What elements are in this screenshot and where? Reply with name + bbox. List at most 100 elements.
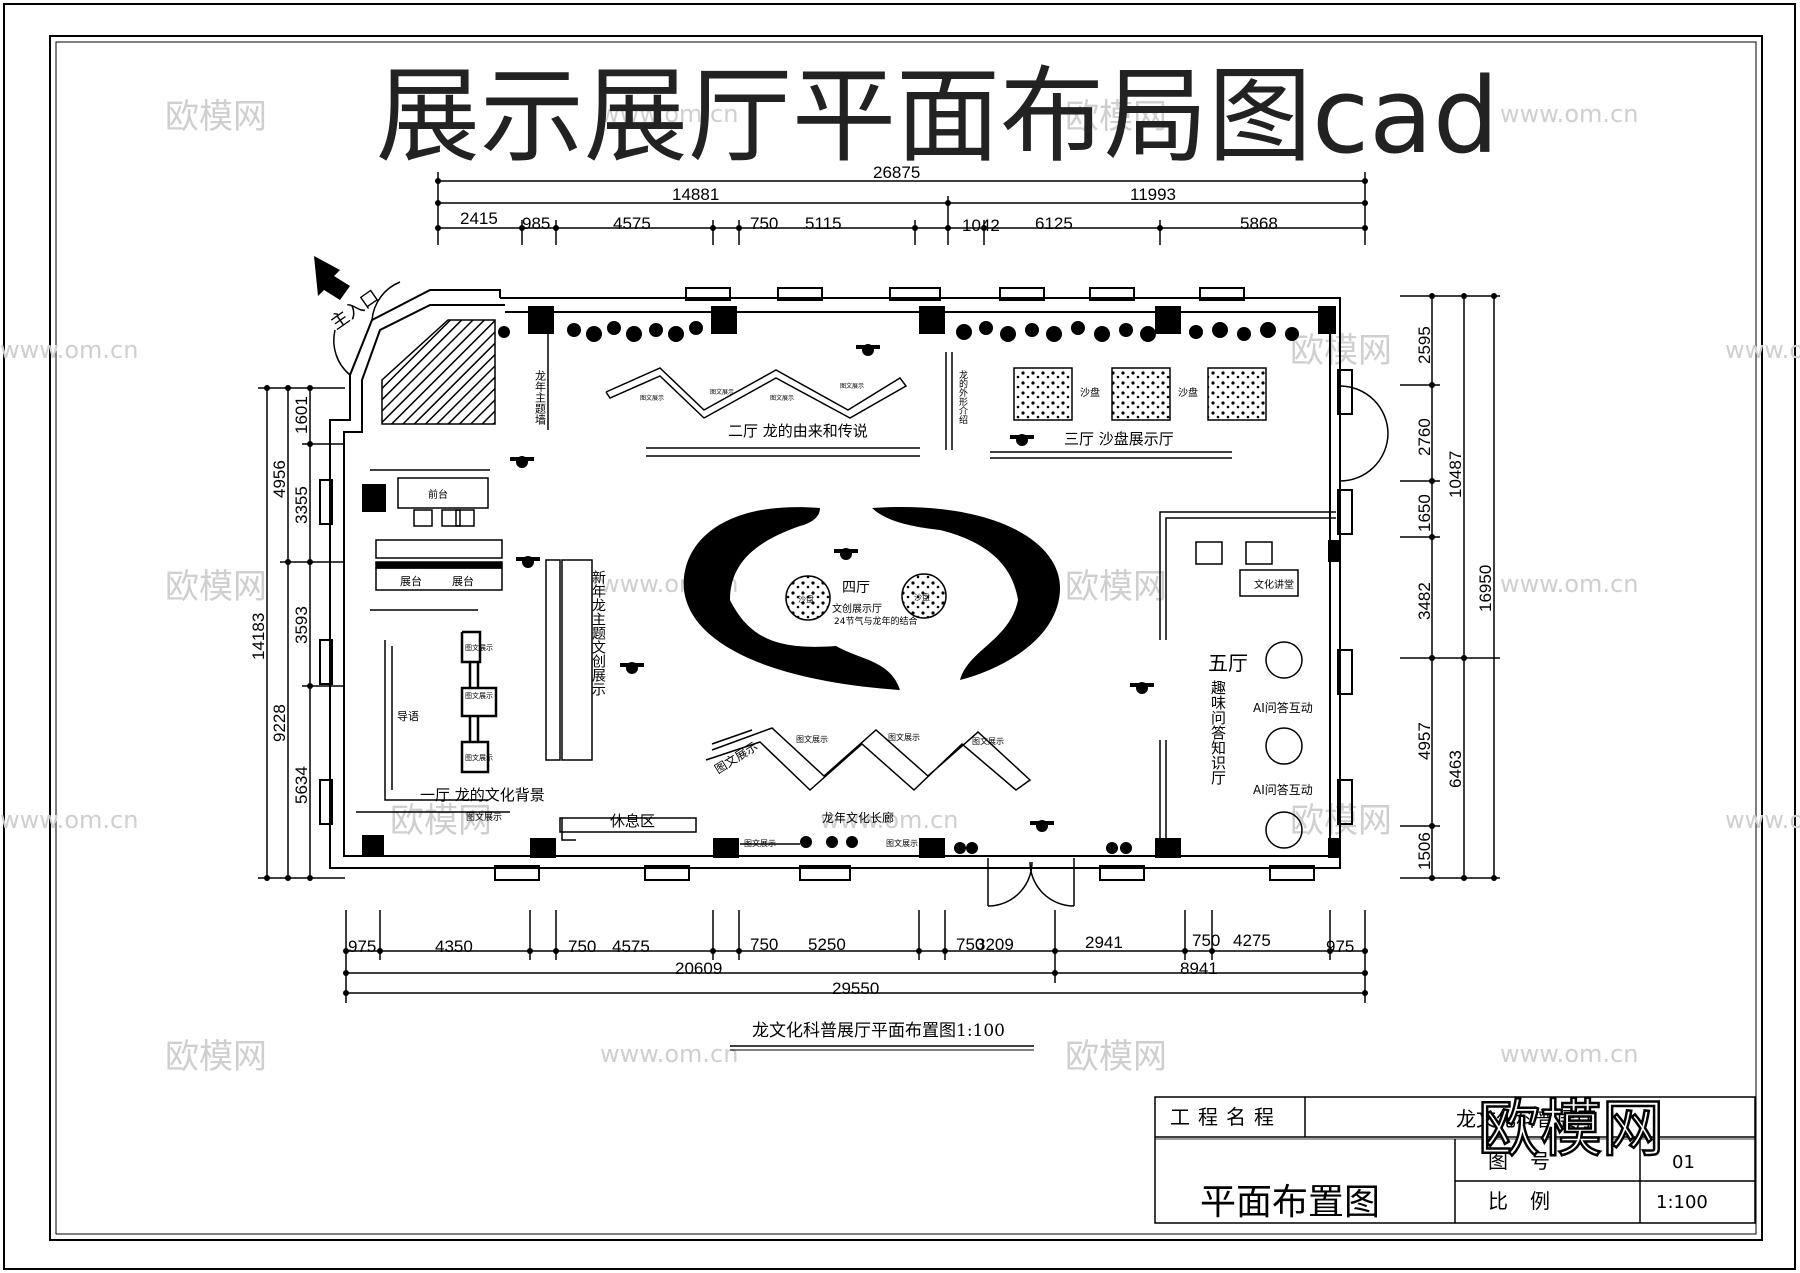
svg-text:图文展示: 图文展示	[465, 753, 493, 762]
columns	[362, 306, 1340, 858]
building-walls	[319, 287, 1353, 881]
svg-text:750: 750	[750, 214, 778, 233]
svg-text:6463: 6463	[1446, 750, 1465, 788]
svg-text:4275: 4275	[1233, 931, 1271, 950]
hall1-labels: 前台 展台 展台 导语 一厅 龙的文化背景 图文展示 图文展示 图文展示 图文展…	[397, 370, 606, 823]
svg-text:五厅: 五厅	[1208, 651, 1248, 675]
ai-station-1	[1265, 641, 1303, 679]
svg-text:AI问答互动: AI问答互动	[1253, 782, 1313, 797]
svg-text:5250: 5250	[808, 935, 846, 954]
bottom-door	[987, 858, 1075, 907]
svg-text:www.om.cn: www.om.cn	[1725, 336, 1800, 364]
svg-text:www.om.cn: www.om.cn	[600, 1040, 738, 1068]
svg-text:3355: 3355	[292, 486, 311, 524]
svg-text:欧模网: 欧模网	[390, 801, 492, 841]
svg-text:2415: 2415	[460, 209, 498, 228]
svg-text:一厅 龙的文化背景: 一厅 龙的文化背景	[420, 786, 545, 804]
svg-text:975: 975	[1326, 937, 1354, 956]
svg-text:20609: 20609	[675, 959, 722, 978]
svg-text:欧模网: 欧模网	[165, 567, 267, 607]
svg-text:www.om.cn: www.om.cn	[0, 336, 138, 364]
top-dimensions	[437, 172, 1366, 245]
sandbox-left	[785, 575, 831, 621]
svg-text:975: 975	[348, 937, 376, 956]
svg-text:www.om.cn: www.om.cn	[1725, 806, 1800, 834]
svg-text:750: 750	[956, 935, 984, 954]
svg-text:文创展示厅: 文创展示厅	[832, 602, 882, 615]
svg-text:www.om.cn: www.om.cn	[1500, 1040, 1638, 1068]
svg-text:图文展示: 图文展示	[710, 388, 734, 396]
inner-frame	[49, 35, 1763, 1241]
svg-text:1506: 1506	[1415, 832, 1434, 870]
top-dimension-ticks	[435, 178, 1368, 231]
svg-text:2941: 2941	[1085, 933, 1123, 952]
svg-text:10487: 10487	[1446, 451, 1465, 498]
svg-text:四厅: 四厅	[842, 580, 870, 596]
svg-text:三厅 沙盘展示厅: 三厅 沙盘展示厅	[1064, 430, 1174, 448]
svg-text:龙年文化长廊: 龙年文化长廊	[822, 810, 894, 825]
svg-text:www.om.cn: www.om.cn	[0, 806, 138, 834]
svg-text:比例: 比例	[1488, 1189, 1572, 1213]
left-dimension-ticks	[264, 385, 313, 881]
hall2-area	[605, 352, 953, 457]
svg-text:www.om.cn: www.om.cn	[1500, 570, 1638, 598]
svg-text:1650: 1650	[1415, 494, 1434, 532]
outer-frame	[3, 3, 1796, 1270]
svg-text:9228: 9228	[270, 704, 289, 742]
hall4-labels: 四厅 文创展示厅 24节气与龙年的结合 沙盘 沙盘	[798, 580, 930, 627]
svg-text:4350: 4350	[435, 937, 473, 956]
svg-text:8941: 8941	[1180, 959, 1218, 978]
page-title: 展示展厅平面布局图cad	[376, 55, 1499, 177]
svg-text:导语: 导语	[397, 710, 419, 723]
svg-text:AI问答互动: AI问答互动	[1253, 700, 1313, 715]
ai-station-2	[1265, 727, 1303, 765]
left-dimensions	[258, 387, 345, 879]
svg-text:3593: 3593	[292, 606, 311, 644]
svg-text:工程名程: 工程名程	[1170, 1105, 1282, 1129]
svg-text:3209: 3209	[976, 935, 1014, 954]
svg-text:1042: 1042	[962, 216, 1000, 235]
svg-text:01: 01	[1672, 1152, 1695, 1173]
svg-text:龙文化科普展厅: 龙文化科普展厅	[1456, 1107, 1596, 1131]
entrance-floor-pattern	[381, 319, 496, 425]
planters	[498, 321, 1299, 342]
svg-text:文化讲堂: 文化讲堂	[1254, 578, 1294, 591]
svg-text:16950: 16950	[1476, 565, 1495, 612]
entrance-arrow-icon	[314, 256, 350, 300]
hall3-area	[990, 367, 1267, 459]
ai-station-3	[1265, 811, 1303, 849]
svg-text:5868: 5868	[1240, 214, 1278, 233]
svg-text:5115: 5115	[805, 214, 842, 233]
watermark-layer: 欧模网 www.om.cn 欧模网 www.om.cn www.om.cn 欧模…	[0, 97, 1800, 1077]
svg-text:沙盘: 沙盘	[798, 594, 814, 604]
svg-text:5634: 5634	[292, 766, 311, 804]
svg-text:欧模网: 欧模网	[1065, 1037, 1167, 1077]
svg-text:24节气与龙年的结合: 24节气与龙年的结合	[834, 615, 917, 627]
svg-text:欧模网: 欧模网	[1065, 567, 1167, 607]
svg-text:龙年主题墙: 龙年主题墙	[534, 370, 547, 426]
svg-text:750: 750	[568, 937, 596, 956]
svg-text:3482: 3482	[1415, 582, 1434, 620]
svg-text:6125: 6125	[1035, 214, 1073, 233]
right-dimension-ticks	[1429, 293, 1497, 881]
svg-text:14183: 14183	[249, 613, 268, 660]
svg-text:2760: 2760	[1415, 418, 1434, 456]
svg-text:前台: 前台	[428, 488, 448, 501]
sandbox-right	[901, 573, 947, 619]
svg-text:www.om.cn: www.om.cn	[600, 100, 738, 128]
svg-text:1:100: 1:100	[1656, 1192, 1708, 1213]
svg-text:图文展示: 图文展示	[770, 394, 794, 402]
svg-text:750: 750	[750, 935, 778, 954]
svg-text:4575: 4575	[613, 214, 651, 233]
svg-text:展台: 展台	[452, 574, 474, 588]
hall5-area	[1159, 385, 1389, 856]
svg-text:二厅 龙的由来和传说: 二厅 龙的由来和传说	[728, 422, 868, 440]
bottom-dimension-ticks	[343, 948, 1368, 996]
svg-text:2595: 2595	[1415, 326, 1434, 364]
svg-text:www.om.cn: www.om.cn	[820, 806, 958, 834]
hall2-labels: 图文展示 图文展示 图文展示 图文展示 二厅 龙的由来和传说 龙的外形介绍	[640, 369, 968, 440]
svg-text:985: 985	[522, 214, 550, 233]
svg-text:4575: 4575	[612, 937, 650, 956]
svg-text:图文展示: 图文展示	[640, 394, 664, 402]
